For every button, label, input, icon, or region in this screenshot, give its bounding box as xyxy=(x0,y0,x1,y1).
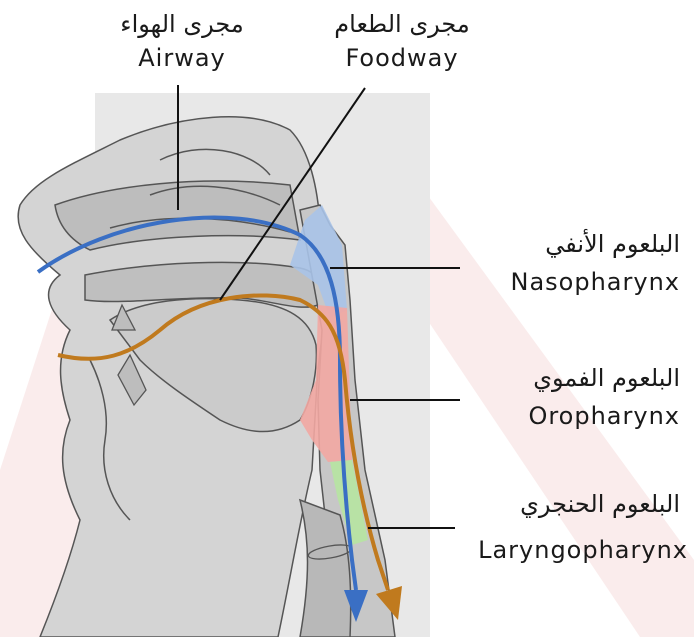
laryngopharynx-label-ar: البلعوم الحنجري xyxy=(520,492,680,516)
nasopharynx-label-ar: البلعوم الأنفي xyxy=(545,232,680,256)
nasopharynx-label-en: Nasopharynx xyxy=(511,270,680,294)
laryngopharynx-label-en: Laryngopharynx xyxy=(478,538,688,562)
airway-label-en: Airway xyxy=(138,46,226,70)
oropharynx-label-ar: البلعوم الفموي xyxy=(533,366,680,390)
foodway-label-en: Foodway xyxy=(345,46,458,70)
oropharynx-label-en: Oropharynx xyxy=(528,404,680,428)
foodway-label-ar: مجرى الطعام xyxy=(334,12,469,36)
airway-label-ar: مجرى الهواء xyxy=(120,12,243,36)
